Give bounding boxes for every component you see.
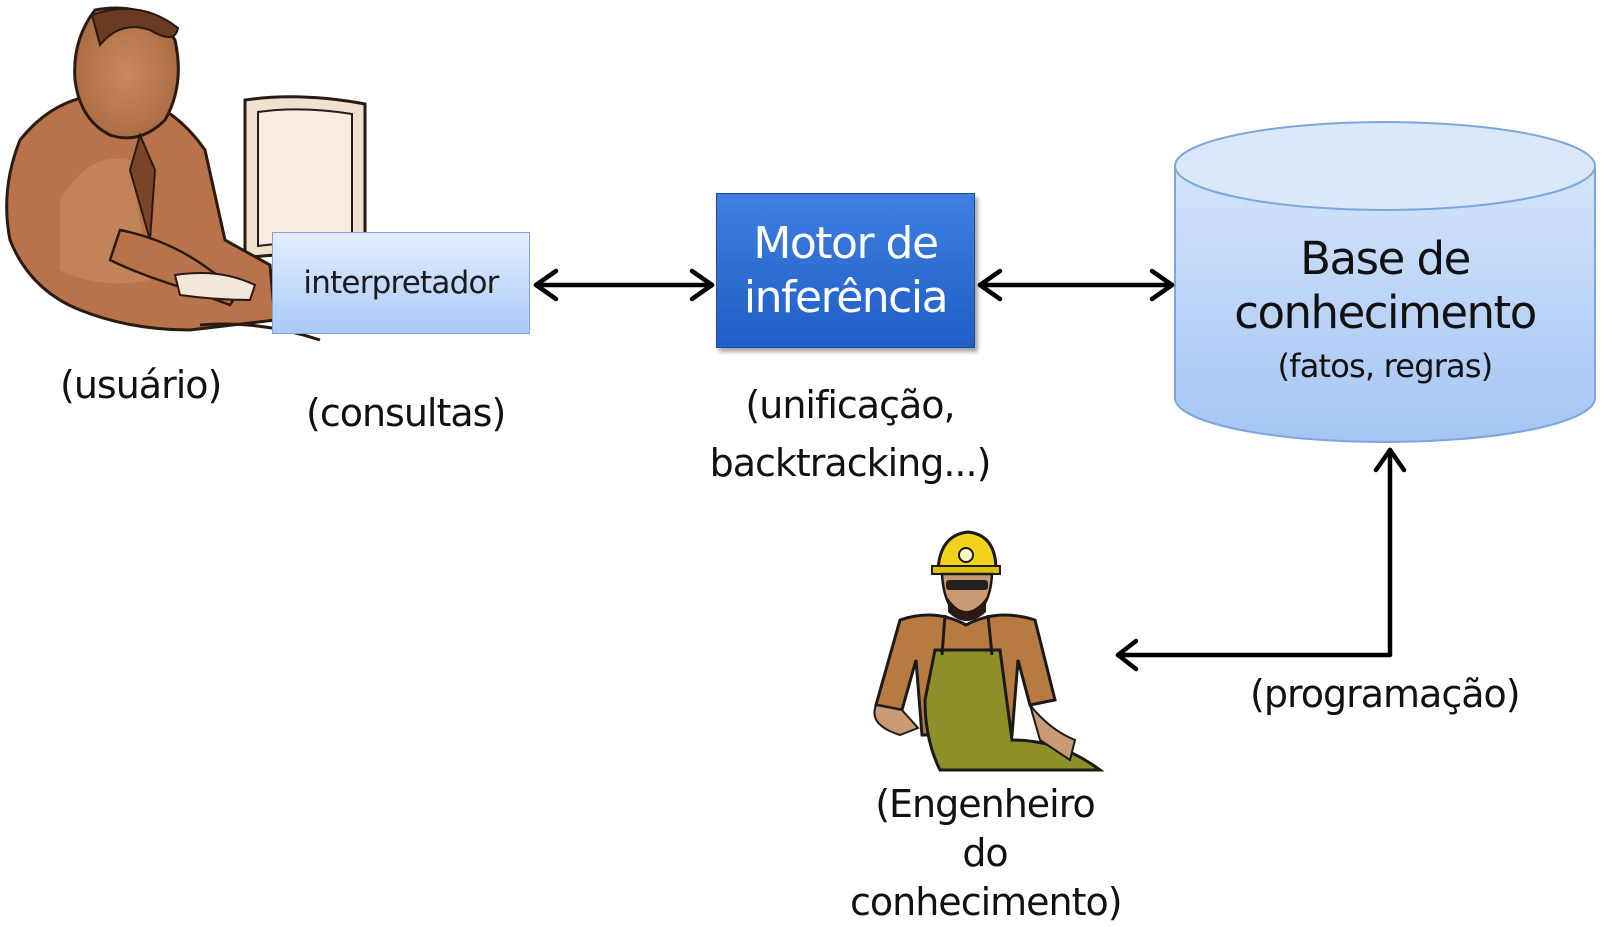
programming-label: (programação) — [1250, 672, 1521, 716]
user-label: (usuário) — [60, 363, 222, 407]
engineer-illustration-icon — [873, 530, 1105, 772]
engine-line2: inferência — [743, 271, 949, 323]
engineer-caption: (Engenheiro do conhecimento) — [850, 780, 1123, 927]
kb-line2: conhecimento — [1234, 286, 1537, 339]
interpreter-label: interpretador — [303, 265, 499, 301]
engine-caption-line2: backtracking...) — [709, 441, 992, 485]
engineer-line2: do — [962, 831, 1008, 875]
queries-label: (consultas) — [306, 391, 506, 435]
knowledge-base-cylinder-icon — [1174, 121, 1596, 443]
inference-engine-box: Motor de inferência — [716, 193, 975, 348]
engine-line1: Motor de — [753, 217, 939, 269]
interpreter-box: interpretador — [272, 232, 530, 334]
engine-caption: (unificação, backtracking...) — [690, 376, 1010, 492]
kb-line1: Base de — [1300, 232, 1471, 285]
engineer-line1: (Engenheiro — [875, 782, 1096, 826]
user-illustration-icon — [5, 6, 367, 342]
engineer-line3: conhecimento) — [850, 880, 1123, 924]
knowledge-base-title: Base de conhecimento — [1175, 232, 1595, 340]
arrow-engineer-knowledge-base — [1115, 447, 1407, 672]
engine-caption-line1: (unificação, — [745, 383, 955, 427]
arrow-engine-knowledge-base — [977, 268, 1175, 302]
kb-subtitle: (fatos, regras) — [1277, 347, 1494, 385]
arrow-interpreter-engine — [533, 268, 715, 302]
